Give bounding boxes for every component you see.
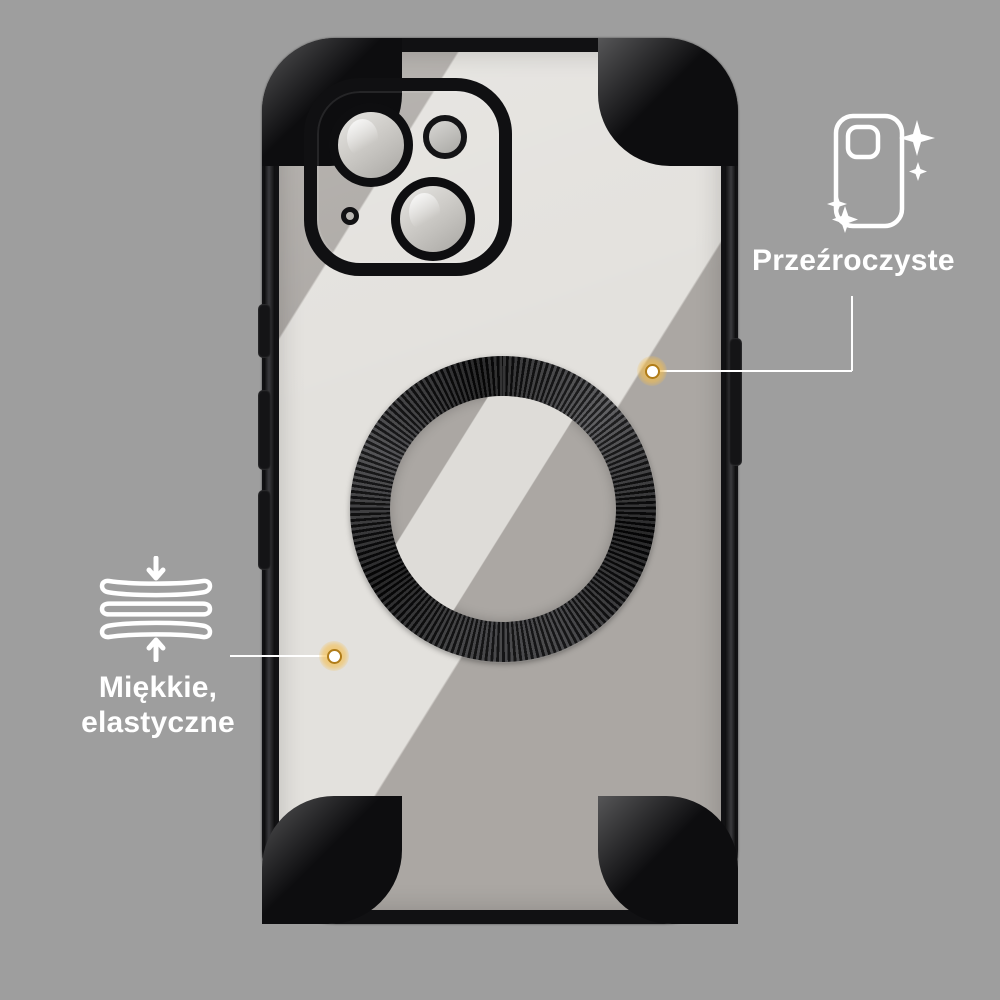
leader-line-transparent-horizontal [652,370,852,372]
mute-switch-button [258,304,271,358]
phone-case [258,38,742,924]
camera-lens-primary [329,103,413,187]
callout-label-soft-elastic: Miękkie, elastyczne [81,671,235,740]
camera-module [304,78,512,276]
marker-dot-transparent[interactable] [637,356,667,386]
magsafe-ring-inner [390,396,616,622]
soft-elastic-compression-icon [90,555,222,663]
marker-dot-soft-elastic[interactable] [319,641,349,671]
camera-lens-secondary [391,177,475,261]
callout-label-transparent: Przeźroczyste [752,244,955,277]
leader-line-soft-elastic [230,655,336,657]
leader-line-transparent-vertical [851,296,853,371]
power-button [729,338,742,466]
callout-soft-elastic: Miękkie, elastyczne [18,670,298,741]
camera-flash-icon [423,115,467,159]
camera-microphone-icon [341,207,359,225]
volume-down-button [258,490,271,570]
volume-up-button [258,390,271,470]
transparent-case-sparkle-icon [818,108,938,234]
callout-transparent: Przeźroczyste [752,243,992,278]
